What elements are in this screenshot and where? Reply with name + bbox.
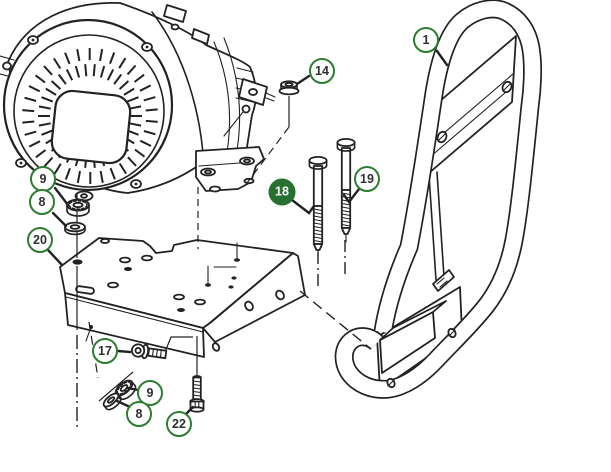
carburetor-fitting [223, 78, 276, 137]
callout-22[interactable]: 22 [166, 411, 192, 437]
bolt-19 [336, 137, 356, 243]
lock-washer-9-upper [66, 198, 90, 217]
plate-studs [205, 242, 240, 289]
callout-19[interactable]: 19 [354, 166, 380, 192]
plate-holes [72, 238, 285, 352]
mounting-plate [59, 237, 306, 358]
callout-18[interactable]: 18 [268, 178, 296, 206]
handle-bracket-holes [386, 327, 457, 389]
washer-14 [278, 80, 300, 96]
callout-9[interactable]: 9 [30, 166, 56, 192]
callout-8[interactable]: 8 [126, 401, 152, 427]
engine-mount-feet [195, 146, 265, 193]
callout-17[interactable]: 17 [92, 338, 118, 364]
handle-frame [334, 0, 543, 399]
engine-illustration [0, 2, 276, 202]
flat-washer-8-lower [102, 392, 122, 411]
bolt-18 [308, 155, 328, 259]
fan-shroud [2, 18, 174, 202]
flat-washer-8-upper [64, 221, 86, 236]
callout-8[interactable]: 8 [29, 189, 55, 215]
handle-bracket-block [379, 300, 447, 374]
callout-14[interactable]: 14 [309, 58, 335, 84]
fan-slats [22, 48, 158, 184]
callout-1[interactable]: 1 [413, 27, 439, 53]
handle-plate-holes [436, 80, 513, 144]
bolt-22 [189, 375, 205, 413]
screw-17 [130, 343, 168, 360]
callout-20[interactable]: 20 [27, 227, 53, 253]
shroud-bolts [15, 35, 153, 189]
